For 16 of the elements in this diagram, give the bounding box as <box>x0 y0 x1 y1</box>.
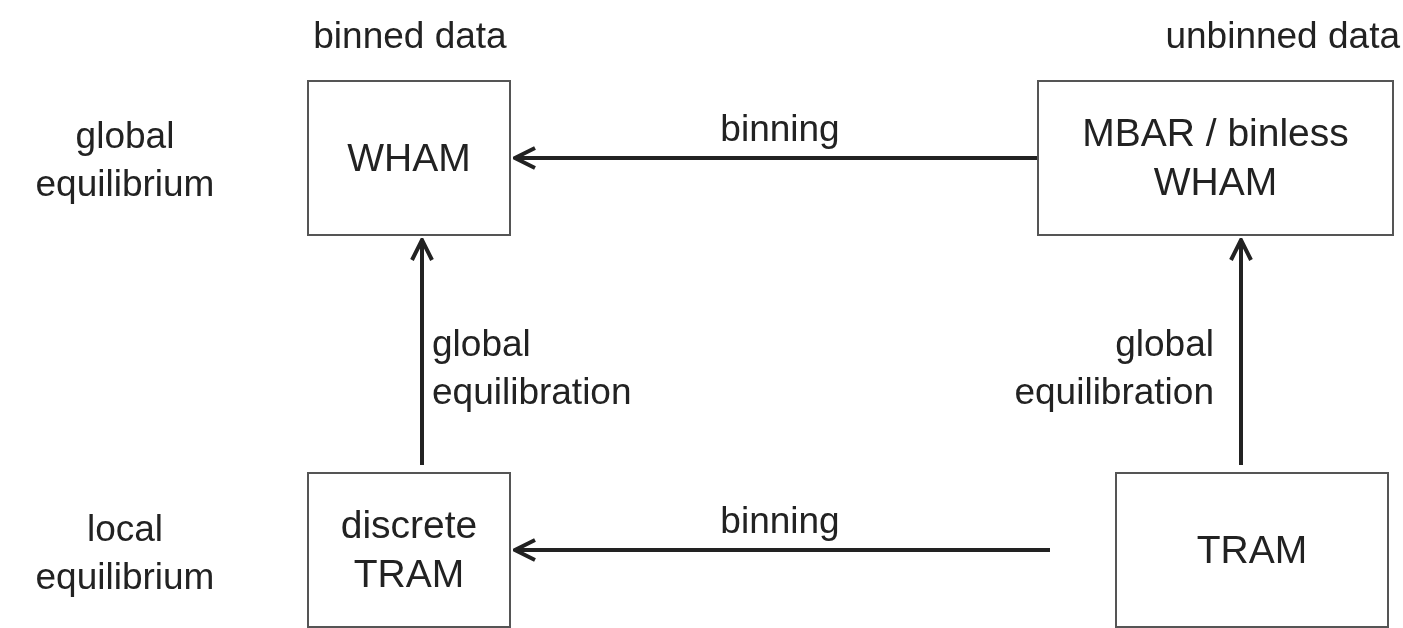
process-box <box>1115 472 1389 628</box>
arrow <box>513 146 1037 170</box>
arrow <box>410 238 434 465</box>
column-header: unbinned data <box>1164 14 1400 58</box>
arrow <box>513 538 1050 562</box>
process-box <box>1037 80 1394 236</box>
box-label: WHAM <box>347 134 471 181</box>
row-header: global equilibrium <box>34 114 216 207</box>
process-box <box>307 80 511 236</box>
box-label: discrete TRAM <box>339 502 479 597</box>
box-label: TRAM <box>1196 526 1308 573</box>
column-header: binned data <box>312 14 508 58</box>
box-label: MBAR / binless WHAM <box>1081 110 1350 205</box>
row-header: local equilibrium <box>34 507 216 600</box>
process-box <box>307 472 511 628</box>
arrow <box>1229 238 1253 465</box>
